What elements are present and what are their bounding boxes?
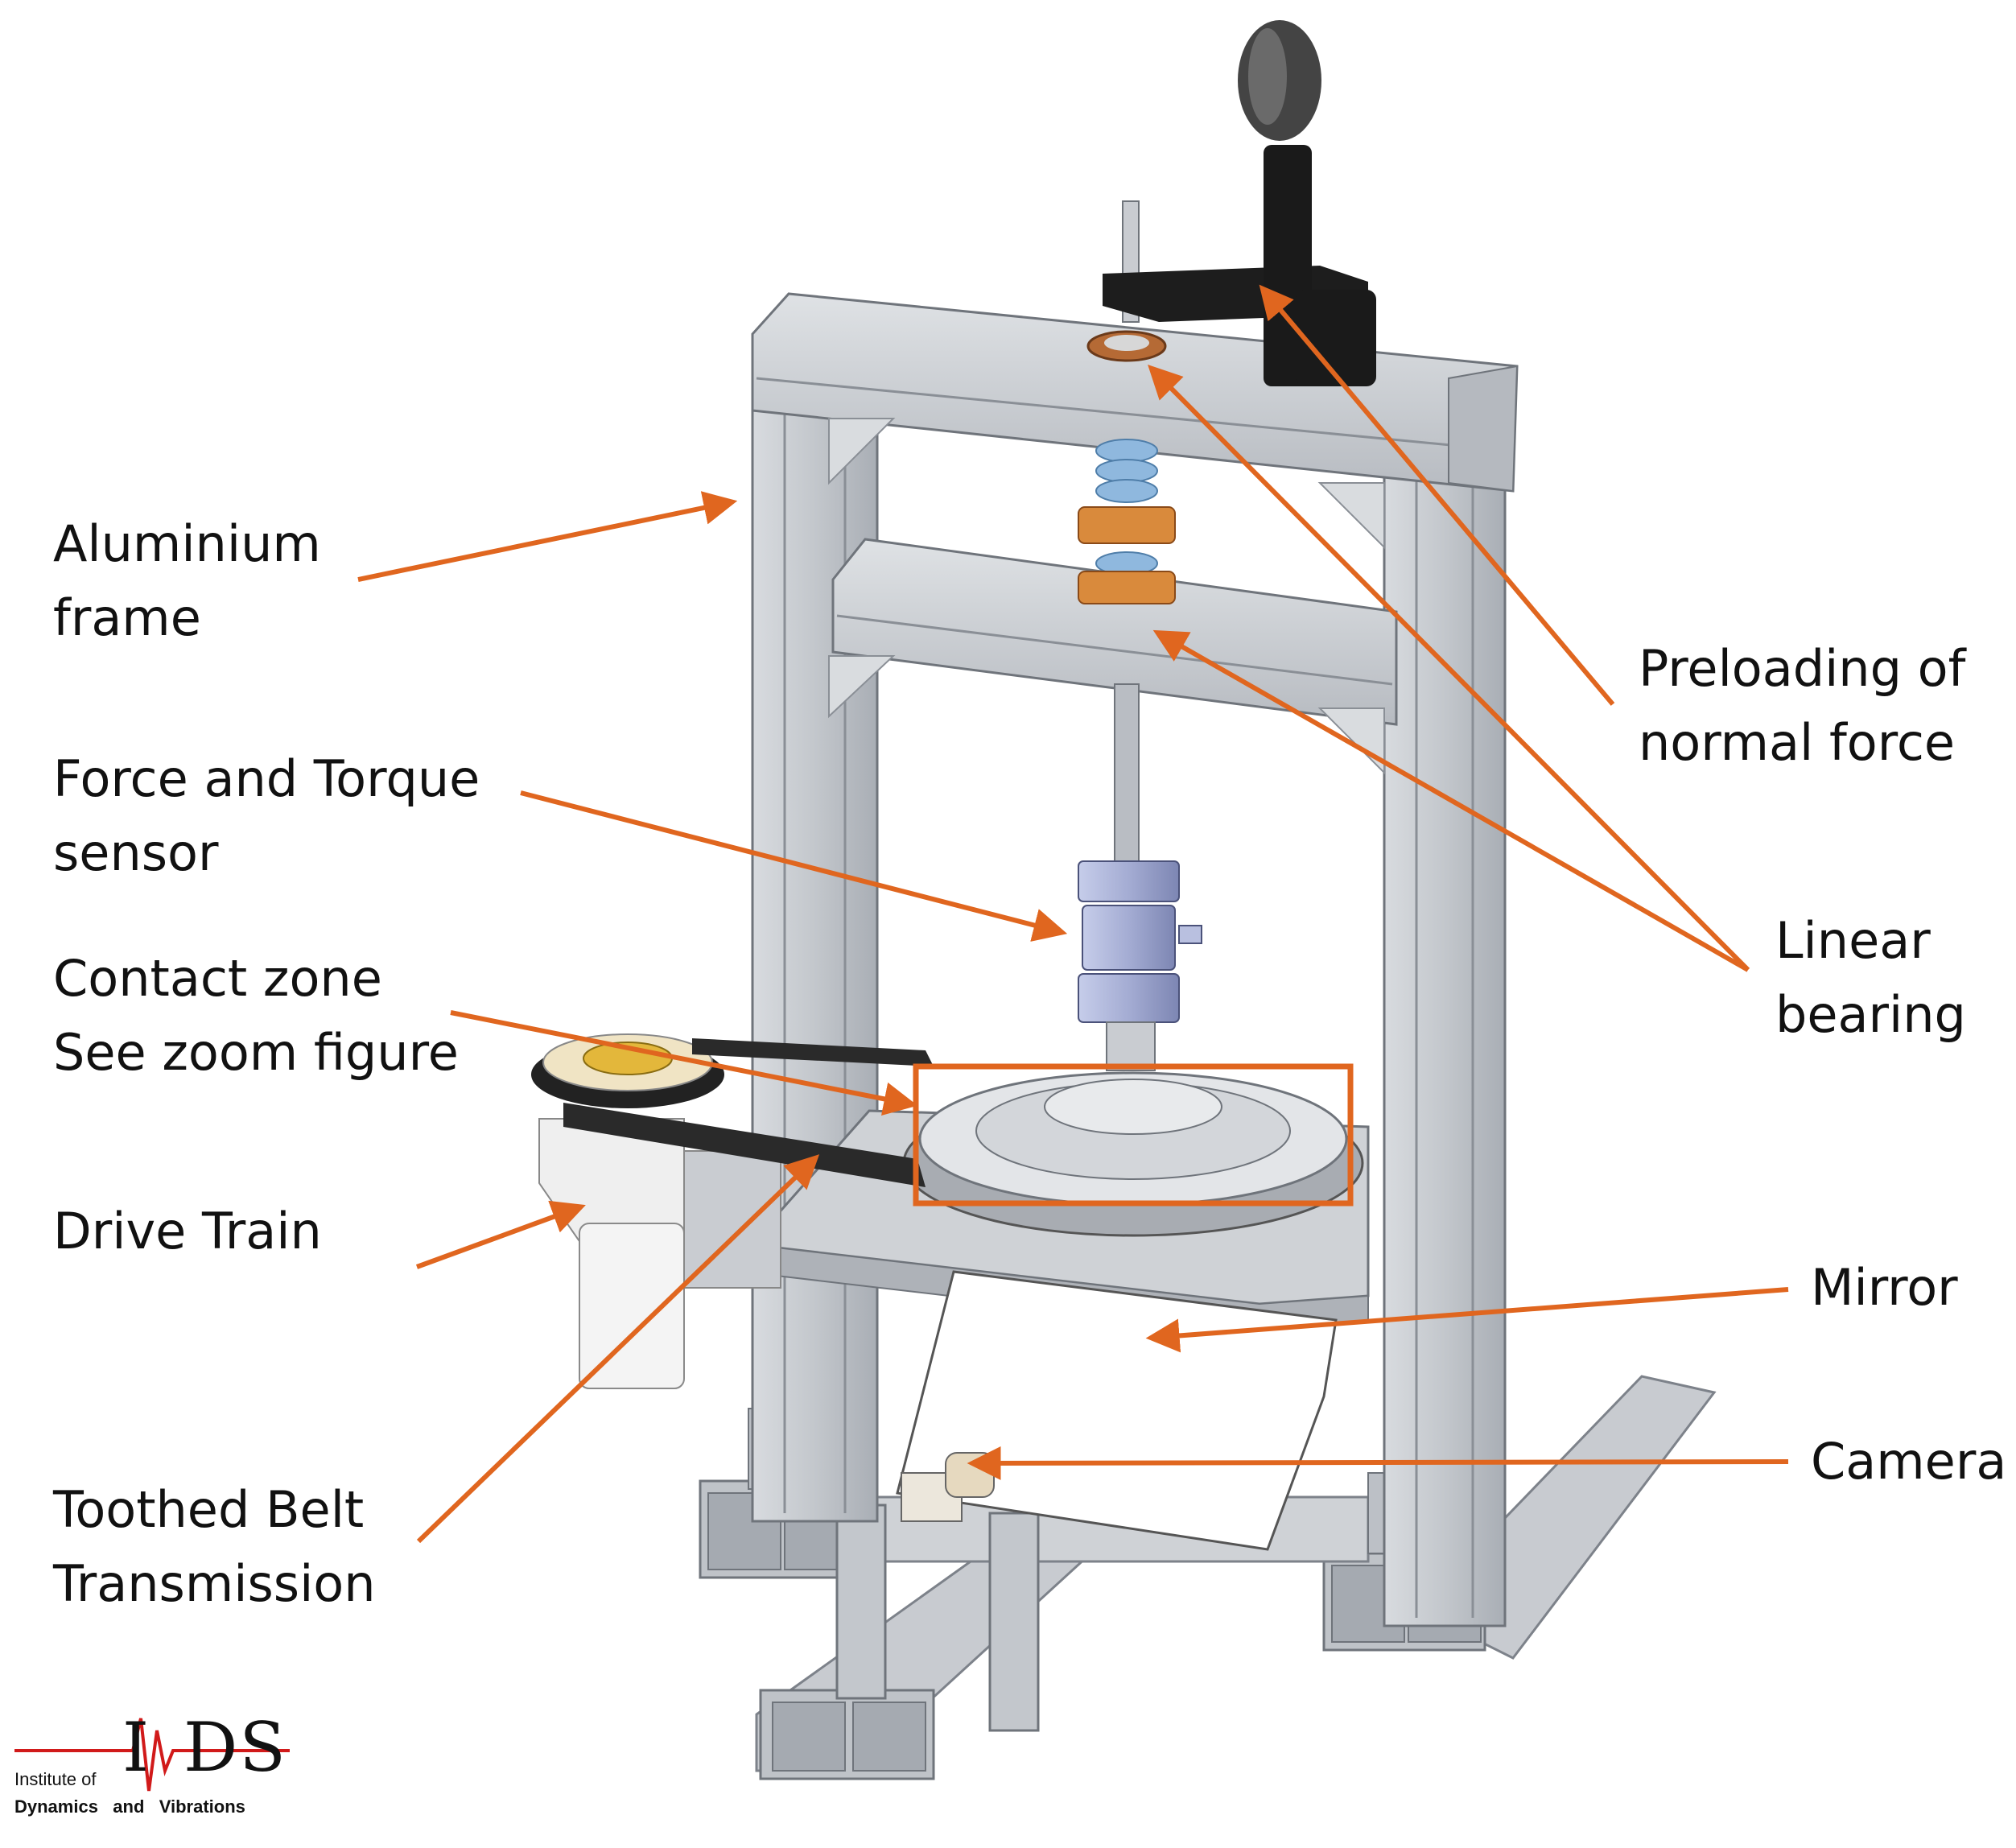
aluminium-frame [751, 292, 1519, 1627]
drive-train [538, 1118, 781, 1389]
callout-arrows [357, 284, 1789, 1544]
arrow-aluminium-frame [357, 491, 738, 582]
label-preloading-normal-force: Preloading of normal force [1639, 639, 1966, 772]
arrow-preloading [1259, 284, 1615, 706]
logo-line-dynamics: Dynamics and Vibrations [14, 1796, 245, 1817]
mirror [896, 1270, 1338, 1551]
label-toothed-belt-transmission: Toothed Belt Transmission [53, 1480, 376, 1613]
logo-letters-ds: DS [183, 1708, 287, 1787]
arrow-contact-zone [450, 1010, 918, 1116]
arrow-drive-train [415, 1200, 586, 1269]
arrow-camera [967, 1446, 1789, 1480]
label-aluminium-frame: Aluminium frame [53, 514, 321, 647]
label-mirror: Mirror [1811, 1258, 1958, 1317]
label-force-torque-sensor: Force and Torque sensor [53, 749, 480, 882]
logo-signal-line [14, 1718, 290, 1792]
label-camera: Camera [1811, 1432, 2007, 1491]
label-linear-bearing: Linear bearing [1775, 911, 1966, 1044]
ids-logo: I DS Institute of Dynamics and Vibration… [0, 1706, 306, 1827]
arrow-linear-bearing-middle [1152, 629, 1750, 972]
logo-letter-i: I [122, 1708, 151, 1787]
logo-line-institute: Institute of [14, 1769, 97, 1789]
contact-zone-box [913, 1063, 1354, 1207]
camera [901, 1452, 995, 1522]
arrow-linear-bearing-top [1148, 365, 1750, 972]
arrow-force-torque-sensor [520, 790, 1068, 942]
shaft [1114, 683, 1140, 862]
label-contact-zone: Contact zone See zoom figure [53, 949, 459, 1082]
force-torque-sensor [1078, 860, 1202, 1071]
preload-mechanism [1086, 20, 1376, 386]
arrow-toothed-belt [416, 1154, 820, 1544]
label-drive-train: Drive Train [53, 1202, 322, 1260]
arrow-mirror [1145, 1287, 1789, 1353]
toothed-belt [531, 1033, 934, 1187]
spring [1078, 439, 1176, 604]
